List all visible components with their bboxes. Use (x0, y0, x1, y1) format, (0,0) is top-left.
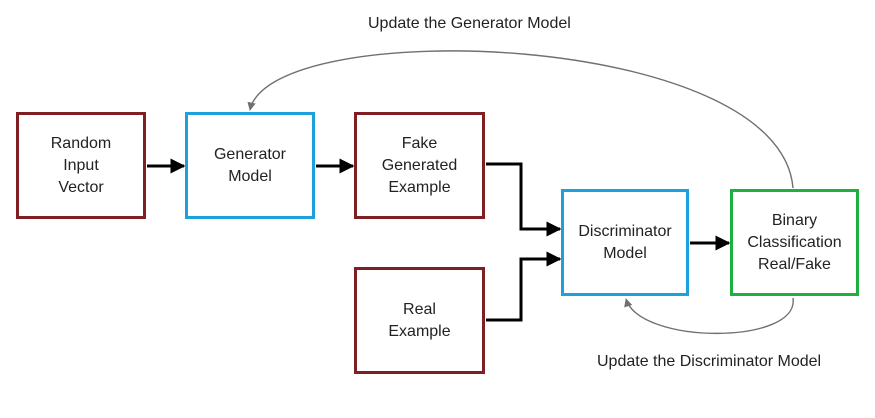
caption-update-generator: Update the Generator Model (368, 15, 571, 32)
node-fake-generated-example-label: Fake Generated Example (381, 134, 458, 196)
node-real-example: Real Example (354, 267, 485, 374)
feedback-curve-update-generator (247, 50, 794, 189)
caption-update-discriminator: Update the Discriminator Model (597, 353, 822, 370)
node-binary-classification: Binary Classification Real/Fake (730, 189, 859, 296)
edge-real-example-to-discriminator (486, 251, 562, 322)
node-binary-classification-label: Binary Classification Real/Fake (747, 211, 842, 273)
node-real-example-label: Real Example (388, 300, 451, 340)
node-fake-generated-example: Fake Generated Example (354, 112, 485, 219)
feedback-curve-update-discriminator (624, 297, 794, 335)
node-discriminator-model: Discriminator Model (561, 189, 689, 296)
node-generator-model-label: Generator Model (213, 145, 287, 185)
node-discriminator-model-label: Discriminator Model (578, 222, 672, 262)
edge-fake-example-to-discriminator (486, 162, 562, 237)
node-random-input-vector-label: Random Input Vector (50, 134, 112, 196)
node-generator-model: Generator Model (185, 112, 315, 219)
node-random-input-vector: Random Input Vector (16, 112, 146, 219)
